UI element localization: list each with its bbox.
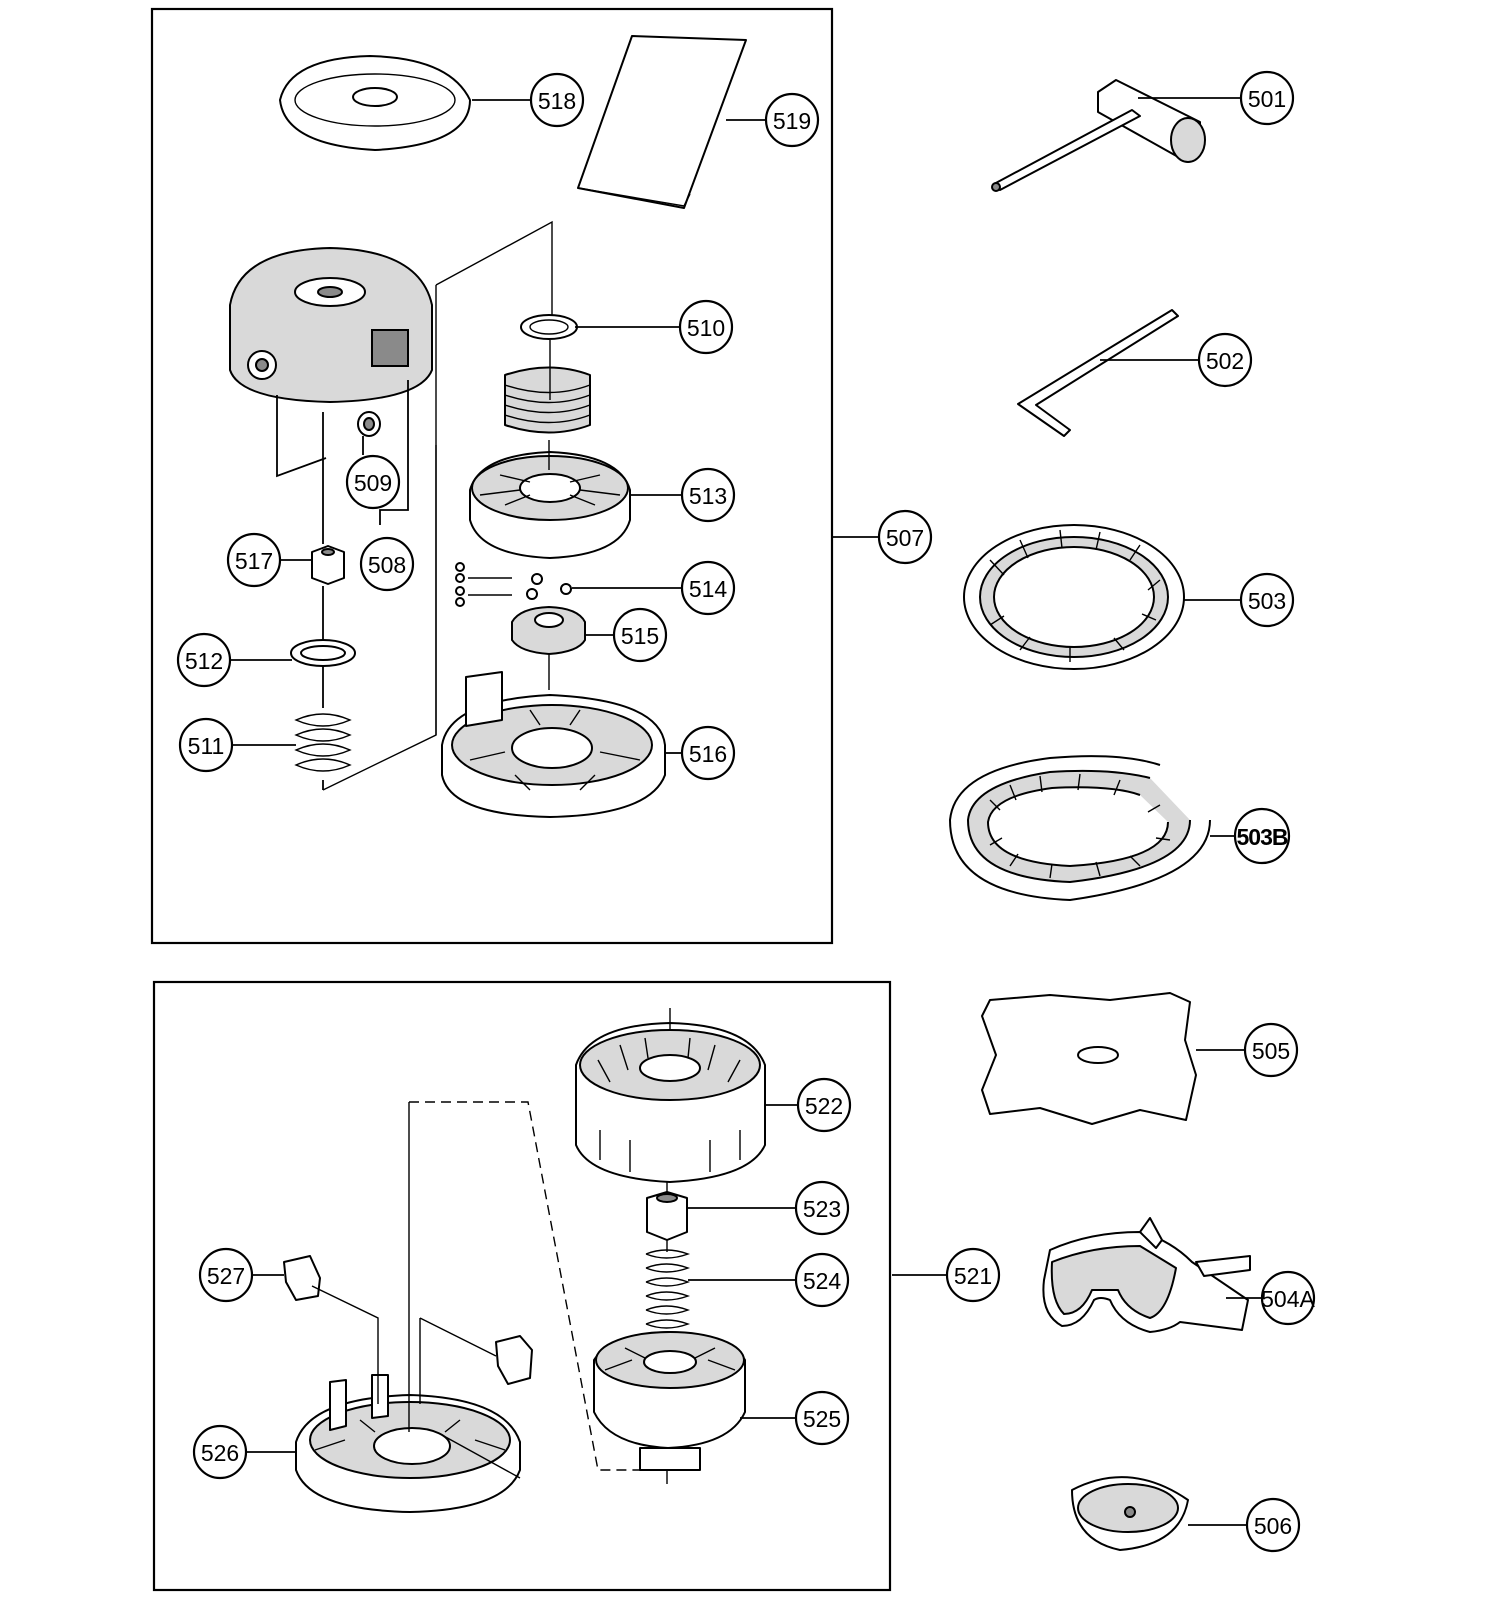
- callout-524-label: 524: [803, 1268, 842, 1294]
- callout-511: 511: [178, 717, 234, 773]
- callout-503b-label: 503B: [1237, 824, 1288, 850]
- kit-521-frame: [152, 980, 892, 1592]
- callout-507-label: 507: [886, 525, 924, 551]
- callout-524: 524: [794, 1252, 850, 1308]
- callout-501: 501: [1239, 70, 1295, 126]
- part-511-spring: [294, 713, 352, 772]
- callout-518-label: 518: [538, 88, 576, 114]
- callout-512: 512: [176, 632, 232, 688]
- part-518-cover: [279, 55, 471, 151]
- part-501-wrench: [991, 79, 1206, 192]
- callout-519-label: 519: [773, 108, 811, 134]
- part-512-washer: [290, 639, 356, 667]
- part-505-blade: [981, 992, 1197, 1125]
- part-514-balls: [455, 562, 572, 607]
- part-506-cup: [1071, 1476, 1189, 1551]
- callout-525-label: 525: [803, 1406, 841, 1432]
- part-509-eyelet: [357, 411, 381, 437]
- callout-517-label: 517: [235, 548, 273, 574]
- callout-526: 526: [192, 1424, 248, 1480]
- part-519-manual: [577, 35, 747, 209]
- callout-522: 522: [796, 1077, 852, 1133]
- callout-506: 506: [1245, 1497, 1301, 1553]
- callout-515-label: 515: [621, 623, 659, 649]
- callout-516-label: 516: [689, 741, 727, 767]
- callout-523: 523: [794, 1180, 850, 1236]
- callout-521-label: 521: [954, 1263, 992, 1289]
- callout-504a: 504A: [1260, 1270, 1316, 1326]
- part-515-cam: [511, 606, 586, 655]
- part-525-spool: [593, 1331, 746, 1471]
- part-517-nut: [311, 545, 345, 585]
- callout-510: 510: [678, 299, 734, 355]
- callout-501-label: 501: [1248, 86, 1286, 112]
- callout-509-label: 509: [354, 470, 392, 496]
- callout-514-label: 514: [689, 576, 728, 602]
- callout-526-label: 526: [201, 1440, 239, 1466]
- callout-512-label: 512: [185, 648, 223, 674]
- callout-502: 502: [1197, 332, 1253, 388]
- callout-507: 507: [877, 509, 933, 565]
- callout-505-label: 505: [1252, 1038, 1290, 1064]
- callout-522-label: 522: [805, 1093, 843, 1119]
- callout-517: 517: [226, 532, 282, 588]
- callout-516: 516: [680, 725, 736, 781]
- callout-504a-label: 504A: [1261, 1286, 1315, 1312]
- callout-515: 515: [612, 607, 668, 663]
- kit-507-frame: [150, 7, 834, 945]
- callout-511-label: 511: [188, 733, 225, 759]
- callout-502-label: 502: [1206, 348, 1244, 374]
- callout-506-label: 506: [1254, 1513, 1292, 1539]
- callout-508-label: 508: [368, 552, 406, 578]
- callout-513: 513: [680, 467, 736, 523]
- part-527-clip: [283, 1255, 533, 1385]
- part-502-hexkey: [1017, 309, 1179, 437]
- part-cutter-housing: [229, 247, 433, 403]
- callout-503b: 503B: [1233, 807, 1291, 865]
- callout-505: 505: [1243, 1022, 1299, 1078]
- part-524-spring: [645, 1249, 691, 1329]
- callout-510-label: 510: [687, 315, 725, 341]
- part-503-guard: [963, 524, 1185, 670]
- part-503b-guard: [949, 755, 1211, 901]
- callout-523-label: 523: [803, 1196, 841, 1222]
- callout-508: 508: [359, 536, 415, 592]
- callout-519: 519: [764, 92, 820, 148]
- callout-525: 525: [794, 1390, 850, 1446]
- part-504a-glasses: [1042, 1217, 1251, 1333]
- part-513-spool: [469, 451, 631, 559]
- callout-527: 527: [198, 1247, 254, 1303]
- callout-527-label: 527: [207, 1263, 245, 1289]
- callout-509: 509: [345, 454, 401, 510]
- part-spool-coil: [504, 366, 591, 434]
- callout-503-label: 503: [1248, 588, 1286, 614]
- part-526-base: [295, 1374, 521, 1513]
- callout-514: 514: [680, 560, 736, 616]
- part-522-cover: [575, 1022, 766, 1183]
- part-510-ring: [520, 314, 578, 340]
- callout-518: 518: [529, 72, 585, 128]
- callout-503: 503: [1239, 572, 1295, 628]
- callout-513-label: 513: [689, 483, 727, 509]
- part-516-base: [441, 671, 666, 818]
- part-523-nut: [646, 1191, 688, 1241]
- callout-521: 521: [945, 1247, 1001, 1303]
